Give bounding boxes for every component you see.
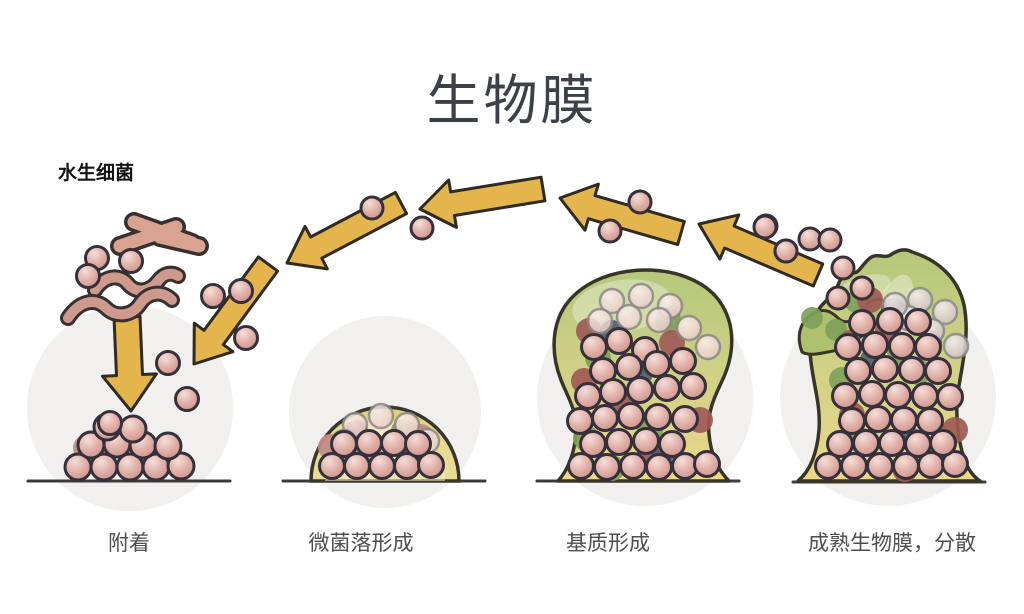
stage-label-matrix-formation: 基质形成	[566, 532, 650, 555]
stage-microcolony-art	[309, 402, 461, 483]
dispersal-arrows-icon	[192, 175, 825, 366]
stage-label-mature-biofilm-dispersal: 成熟生物膜，分散	[808, 532, 976, 555]
page-title: 生物膜	[426, 71, 598, 131]
stage-attachment-art	[63, 245, 259, 482]
aquatic-bacteria-label: 水生细菌	[58, 163, 135, 184]
stage-label-microcolony-formation: 微菌落形成	[308, 532, 414, 555]
stage-matrix-art	[552, 268, 734, 483]
stage-mature-art	[752, 214, 982, 483]
attachment-arrow-icon	[101, 314, 158, 413]
planktonic-bacteria-icon	[60, 212, 209, 326]
stage-label-attachment: 附着	[108, 532, 150, 555]
